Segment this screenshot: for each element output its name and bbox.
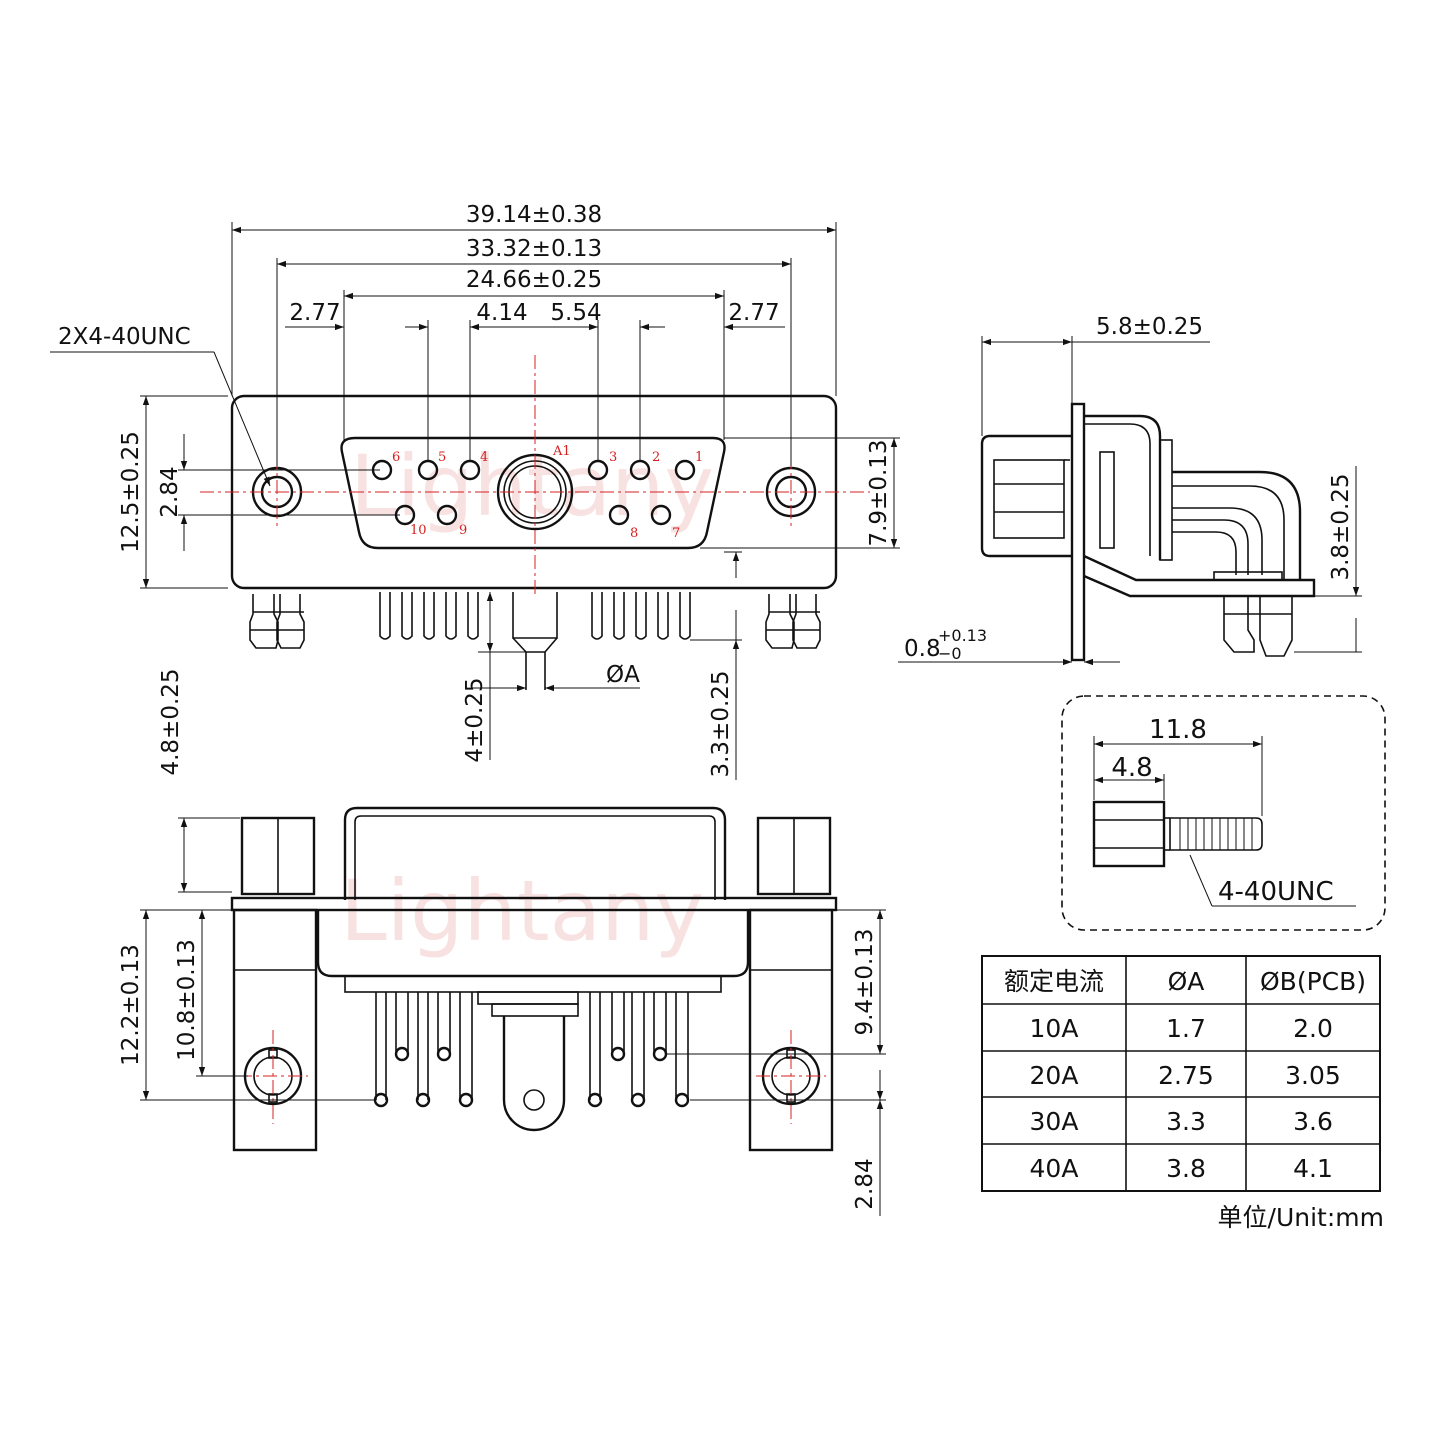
screw-note: 2X4-40UNC bbox=[58, 324, 191, 350]
unit-note: 单位/Unit:mm bbox=[1218, 1203, 1384, 1232]
pin-label: 6 bbox=[392, 450, 400, 465]
table-cell: 30A bbox=[1030, 1107, 1079, 1136]
dim-pcb-hole: 10.8±0.13 bbox=[174, 939, 200, 1061]
pin-label: 2 bbox=[652, 450, 660, 465]
d-shell bbox=[340, 436, 726, 550]
table-cell: 2.0 bbox=[1293, 1014, 1333, 1043]
dim-row-pitch: 2.84 bbox=[852, 1158, 878, 1209]
pin-label: 5 bbox=[438, 450, 446, 465]
dim-shell-width: 24.66±0.25 bbox=[466, 267, 602, 293]
dim-pin-length: 3.3±0.25 bbox=[708, 670, 734, 777]
table-cell: 10A bbox=[1030, 1014, 1079, 1043]
dim-left-edge: 2.77 bbox=[289, 300, 340, 326]
bottom-view: 4.8±0.25 12.2±0.13 10.8±0.13 9.4±0.13 2.… bbox=[118, 668, 886, 1216]
table-cell: 3.6 bbox=[1293, 1107, 1333, 1136]
dim-height: 12.5±0.25 bbox=[118, 431, 144, 553]
table-cell: 2.75 bbox=[1158, 1061, 1214, 1090]
dim-right-edge: 2.77 bbox=[728, 300, 779, 326]
dim-standoff: 4.8±0.25 bbox=[158, 668, 184, 775]
pin-label: 7 bbox=[672, 526, 680, 541]
dim-screw-total: 11.8 bbox=[1149, 715, 1207, 745]
table-header: 额定电流 bbox=[1004, 967, 1104, 996]
dim-row-spacing: 2.84 bbox=[157, 466, 183, 517]
board-lock-left bbox=[249, 594, 305, 649]
table-cell: 20A bbox=[1030, 1061, 1079, 1090]
dim-row-to-plate: 9.4±0.13 bbox=[852, 928, 878, 1035]
dim-plate-tol-minus: −0 bbox=[938, 644, 962, 663]
table-cell: 3.3 bbox=[1166, 1107, 1206, 1136]
pin-label: 8 bbox=[630, 526, 638, 541]
mount-plate bbox=[1070, 402, 1086, 662]
table-header: ØA bbox=[1168, 967, 1205, 996]
pin-label: 10 bbox=[410, 523, 427, 538]
dim-coax-pin: 4±0.25 bbox=[462, 677, 488, 762]
dim-diameter-a: ØA bbox=[606, 662, 640, 688]
signal-pins bbox=[371, 459, 696, 526]
pcb-pins-bottom bbox=[375, 992, 689, 1100]
table-cell: 3.8 bbox=[1166, 1154, 1206, 1183]
table-cell: 4.1 bbox=[1293, 1154, 1333, 1183]
table-cell: 1.7 bbox=[1166, 1014, 1206, 1043]
dim-plate: 0.8 bbox=[904, 636, 941, 662]
pin-label: A1 bbox=[552, 444, 571, 459]
dim-pitch-a: 4.14 bbox=[476, 300, 527, 326]
front-view: 6 5 4 3 2 1 A1 10 9 8 7 bbox=[50, 202, 900, 780]
dim-screw-hex: 4.8 bbox=[1111, 753, 1152, 783]
pcb-pins-front bbox=[379, 592, 691, 690]
pin-label: 4 bbox=[480, 450, 488, 465]
dim-pcb-total: 12.2±0.13 bbox=[118, 944, 144, 1066]
dim-board-gap: 3.8±0.25 bbox=[1328, 473, 1354, 580]
rating-table: 额定电流 ØA ØB(PCB) 10A 1.7 2.0 20A 2.75 3.0… bbox=[981, 955, 1381, 1192]
board-lock-right bbox=[765, 594, 821, 649]
pin-label: 9 bbox=[459, 523, 467, 538]
dim-shell-height: 7.9±0.13 bbox=[866, 439, 892, 546]
table-cell: 40A bbox=[1030, 1154, 1079, 1183]
table-header: ØB(PCB) bbox=[1260, 967, 1366, 996]
dim-plate-tol-plus: +0.13 bbox=[938, 626, 987, 645]
pin-label: 1 bbox=[695, 450, 703, 465]
pin-label: 3 bbox=[609, 450, 617, 465]
screw-thread-label: 4-40UNC bbox=[1218, 877, 1334, 907]
dim-overall-width: 39.14±0.38 bbox=[466, 202, 602, 228]
dim-pitch-b: 5.54 bbox=[550, 300, 601, 326]
table-cell: 3.05 bbox=[1285, 1061, 1341, 1090]
side-view: 5.8±0.25 0.8 +0.13 −0 3.8±0.25 bbox=[898, 314, 1362, 666]
screw-detail: 11.8 4.8 4-40UNC bbox=[1061, 695, 1386, 931]
dim-depth: 5.8±0.25 bbox=[1096, 314, 1203, 340]
dim-mount-holes: 33.32±0.13 bbox=[466, 236, 602, 262]
